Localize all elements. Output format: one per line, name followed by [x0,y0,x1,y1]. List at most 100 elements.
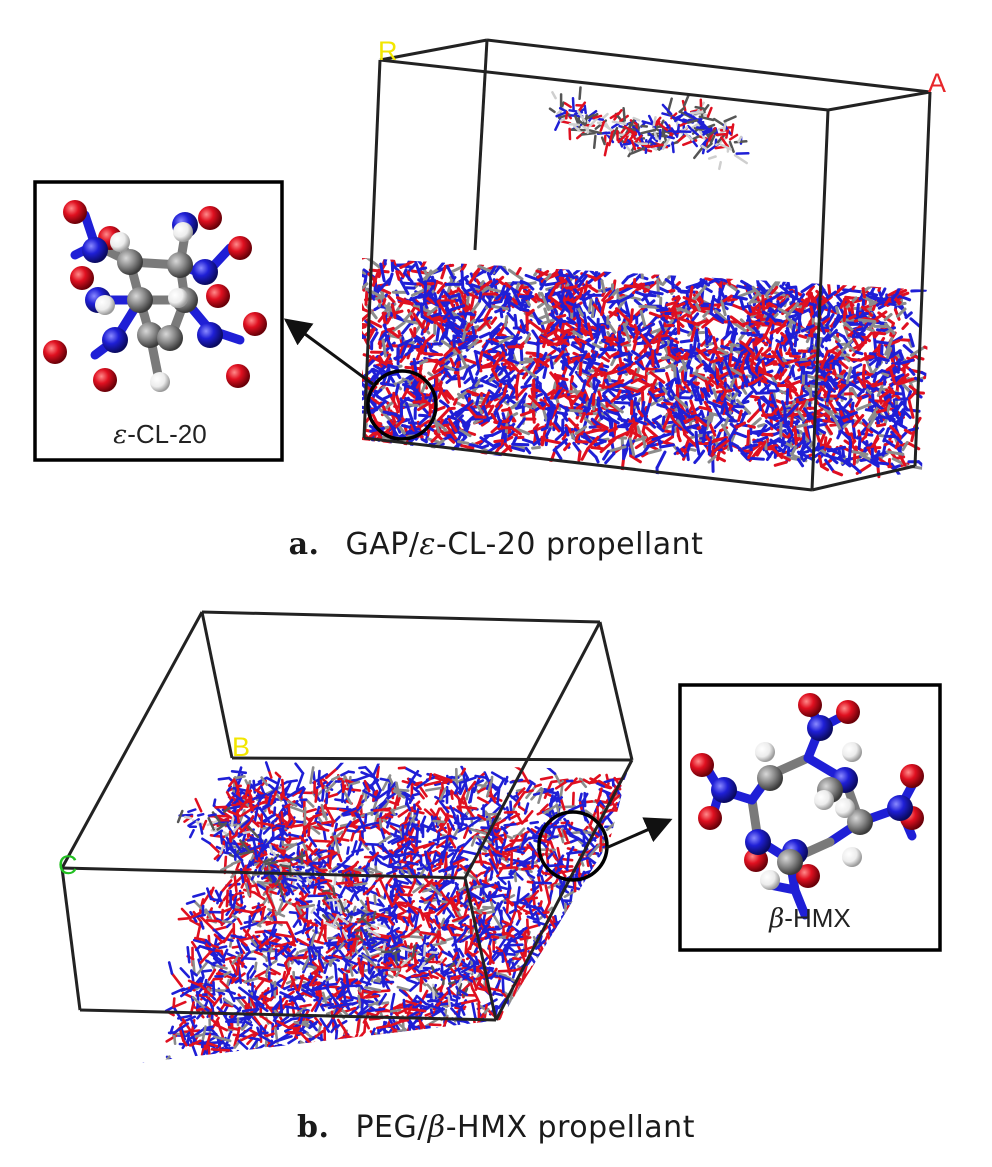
crystal-bond [320,1050,331,1054]
crystal-bond [526,282,535,291]
crystal-bond [349,1043,356,1063]
crystal-bond [366,1011,378,1017]
crystal-bond [387,363,399,370]
crystal-bond [594,972,601,982]
crystal-bond [630,349,643,359]
crystal-bond [275,1048,292,1057]
nitrogen-atom [82,237,108,263]
crystal-bond [416,266,428,272]
crystal-bond [418,1027,423,1037]
crystal-bond [571,959,578,973]
crystal-bond [482,1046,500,1055]
crystal-bond [478,452,487,457]
crystal-bond [588,261,593,273]
crystal-bond [633,363,642,381]
crystal-bond [460,258,465,269]
inset-box-cl20: ε-CL-20 [33,180,284,462]
crystal-bond [229,1065,236,1070]
crystal-bond [867,394,872,412]
crystal-bond [661,336,670,341]
chain-bond [706,106,713,118]
crystal-bond [686,452,690,462]
crystal-bond [501,407,511,412]
crystal-bond [519,307,530,312]
crystal-bond [481,1024,501,1031]
crystal-bond [375,452,388,462]
crystal-bond [480,419,490,427]
crystal-bond [217,776,231,781]
crystal-bond [804,370,814,375]
crystal-bond [867,292,879,297]
crystal-bond [761,294,766,313]
crystal-bond [309,766,315,785]
crystal-bond [550,941,559,946]
crystal-bond [553,420,564,433]
crystal-bond [674,366,682,388]
crystal-bond [300,1064,309,1070]
crystal-bond [511,297,519,306]
crystal-bond [799,451,804,460]
crystal-bond [508,445,526,453]
crystal-bond [591,976,605,985]
chain-bond [586,120,590,134]
crystal-bond [596,425,609,430]
crystal-bond [534,783,543,788]
crystal-bond [837,394,848,401]
crystal-bond [381,298,387,307]
crystal-bond [778,368,788,379]
crystal-bond [692,336,698,352]
crystal-bond [401,385,411,400]
crystal-bond [821,276,830,284]
crystal-bond [587,298,593,313]
crystal-bond [476,1055,487,1065]
crystal-bond [524,1076,528,1082]
crystal-bond [788,354,801,359]
crystal-bond [648,311,665,319]
crystal-bond [838,360,849,370]
crystal-bond [359,1043,377,1056]
crystal-bond [571,924,582,931]
crystal-bond [500,1025,509,1036]
crystal-bond [425,333,436,343]
crystal-bond [923,345,930,353]
hydrogen-atom [110,232,130,252]
crystal-bond [851,464,862,474]
crystal-bond [340,998,354,1004]
crystal-bond [447,406,456,411]
crystal-bond [496,258,512,263]
crystal-bond [722,301,733,306]
crystal-bond [887,458,892,469]
crystal-bond [568,358,581,377]
crystal-bond [250,1066,259,1070]
chain-bond [715,132,728,137]
crystal-bond [516,385,529,399]
crystal-bond [826,329,841,343]
crystal-bond [517,327,526,334]
crystal-bond [865,358,874,374]
crystal-bond [485,1030,498,1041]
crystal-bond [489,322,503,336]
crystal-bond [491,337,500,344]
crystal-bond [764,318,775,337]
crystal-bond [880,371,890,377]
crystal-bond [577,916,589,928]
crystal-bond [395,1072,396,1084]
crystal-bond [769,374,778,385]
chain-bond [706,142,713,149]
crystal-bond [638,795,653,800]
crystal-bond [401,377,414,385]
pointer-arrow-a [283,318,375,387]
crystal-bond [617,430,631,438]
crystal-bond [516,994,524,1002]
crystal-bond [712,388,719,401]
crystal-bond [808,302,814,315]
crystal-bond [519,1044,531,1058]
crystal-bond [497,419,503,428]
crystal-bond [749,384,758,395]
crystal-bond [219,1065,233,1070]
crystal-bond [564,884,580,891]
crystal-bond [506,311,516,322]
chain-bond [578,86,582,101]
crystal-bond [457,947,465,958]
crystal-bond [540,1002,552,1020]
